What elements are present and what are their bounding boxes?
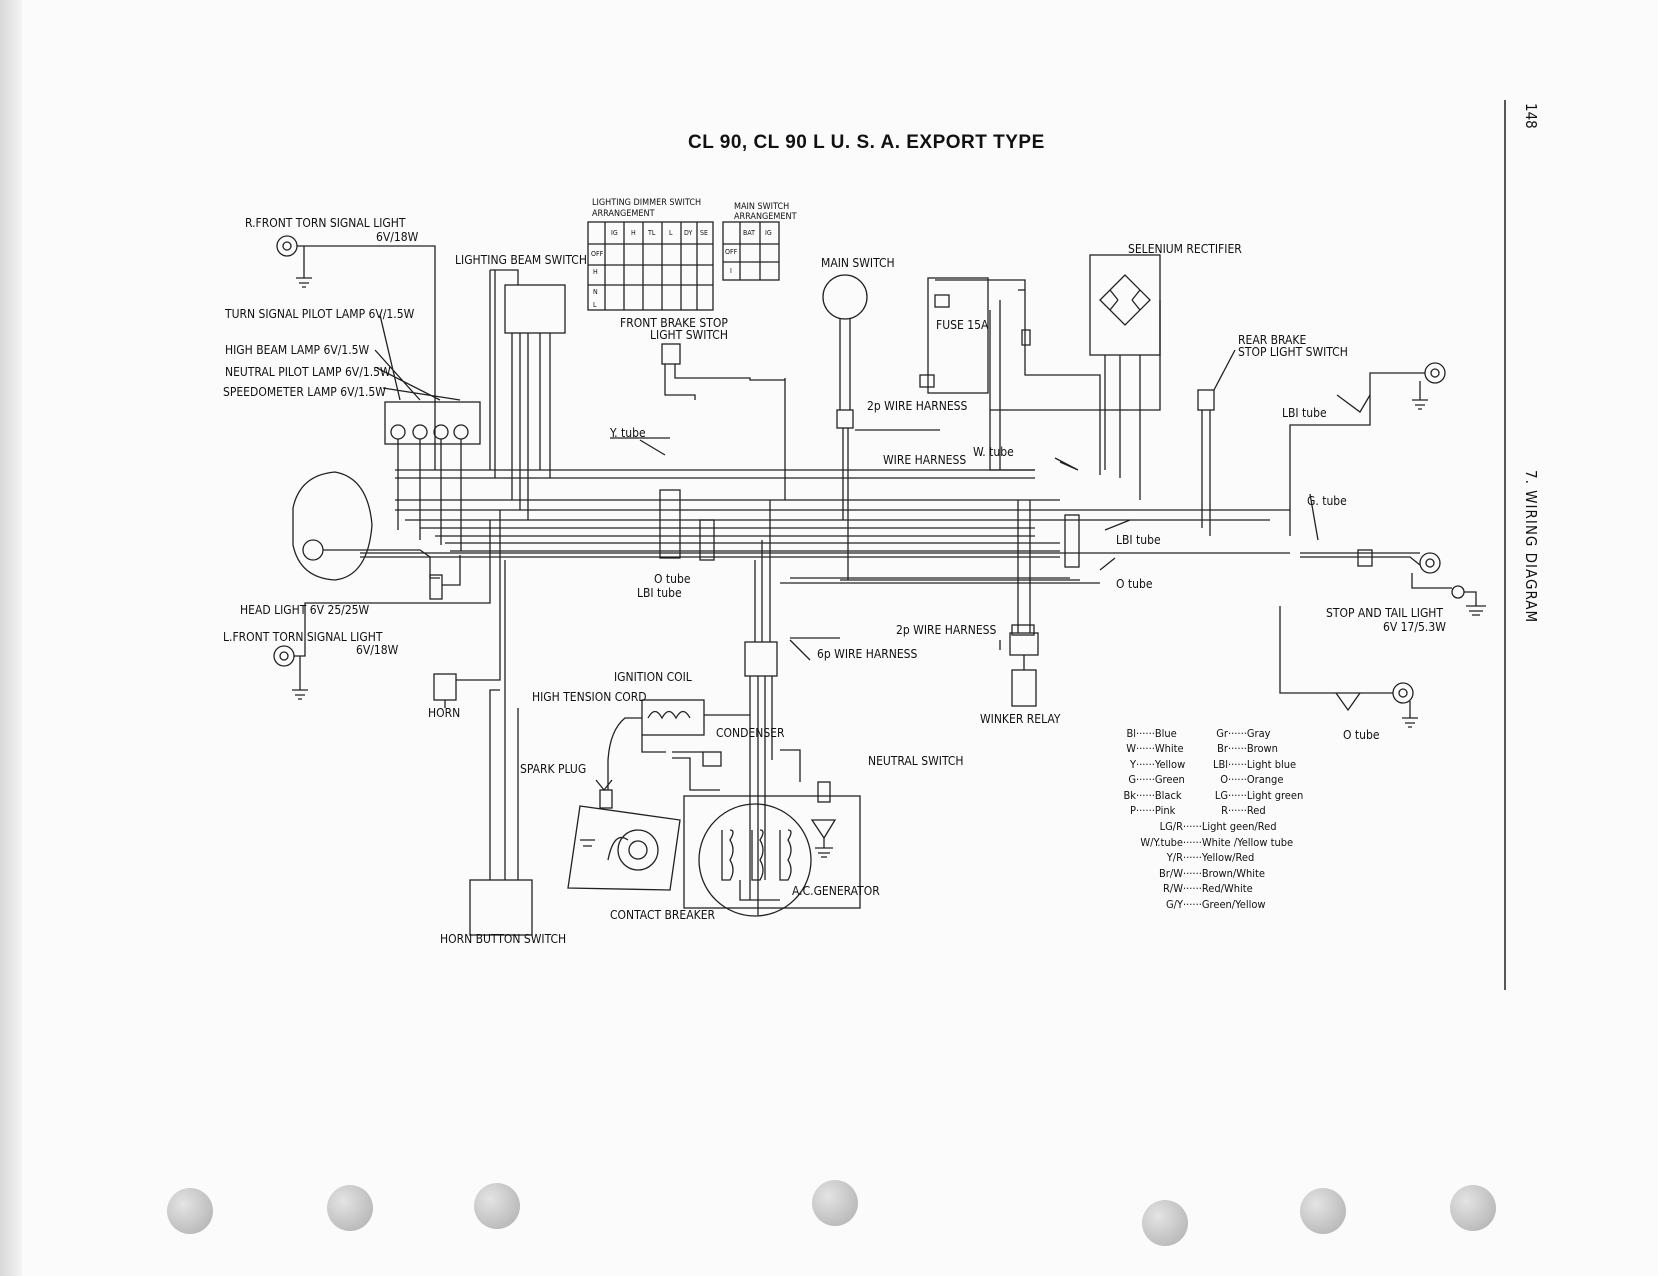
dimmer-header: SE xyxy=(700,229,708,237)
harness-2p-relay-label: 2p WIRE HARNESS xyxy=(896,623,997,637)
neutral-switch-label: NEUTRAL SWITCH xyxy=(868,754,964,768)
main-row: OFF xyxy=(725,248,738,256)
ac-generator-label: A.C.GENERATOR xyxy=(792,884,880,898)
dimmer-row: L xyxy=(593,301,597,309)
harness-6p-label: 6p WIRE HARNESS xyxy=(817,647,918,661)
main-header: IG xyxy=(765,229,772,237)
main-switch-label: MAIN SWITCH xyxy=(821,256,895,270)
binder-hole xyxy=(167,1188,213,1234)
l-front-turn-spec: 6V/18W xyxy=(356,643,399,657)
legend-combo-item: G/Y······Green/Yellow xyxy=(1165,898,1266,911)
legend-item: Y······Yellow xyxy=(1129,758,1186,771)
dimmer-row: N xyxy=(593,288,598,296)
legend-item: P······Pink xyxy=(1130,804,1176,817)
y-tube-label: Y. tube xyxy=(610,426,646,440)
turn-pilot-label: TURN SIGNAL PILOT LAMP 6V/1.5W xyxy=(225,307,415,321)
lbi-tube-right-label: LBI tube xyxy=(1116,533,1161,547)
legend-combo-item: R/W······Red/White xyxy=(1163,882,1253,895)
wire-harness-label: WIRE HARNESS xyxy=(883,453,967,467)
horn-button-label: HORN BUTTON SWITCH xyxy=(440,932,567,946)
stop-tail-spec: 6V 17/5.3W xyxy=(1383,620,1446,634)
stop-tail-label: STOP AND TAIL LIGHT xyxy=(1326,606,1444,620)
dimmer-header: TL xyxy=(648,229,656,237)
lbi-tube-rear-label: LBI tube xyxy=(1282,406,1327,420)
main-row: I xyxy=(730,267,732,275)
selenium-rectifier-label: SELENIUM RECTIFIER xyxy=(1128,242,1242,256)
legend-item: LG······Light green xyxy=(1214,789,1304,802)
dimmer-table-title: LIGHTING DIMMER SWITCH xyxy=(592,198,702,208)
binder-hole xyxy=(327,1185,373,1231)
horn-label: HORN xyxy=(428,706,461,720)
legend-item: R······Red xyxy=(1221,804,1266,817)
dimmer-header: IG xyxy=(611,229,618,237)
condenser-label: CONDENSER xyxy=(716,726,785,740)
page-edge-shadow xyxy=(0,0,22,1276)
section-heading: 7. WIRING DIAGRAM xyxy=(1522,470,1540,624)
dimmer-header: DY xyxy=(684,229,693,237)
g-tube-label: G. tube xyxy=(1307,494,1347,508)
binder-hole xyxy=(812,1180,858,1226)
main-header: BAT xyxy=(743,229,755,237)
speedometer-lamp-label: SPEEDOMETER LAMP 6V/1.5W xyxy=(223,385,386,399)
legend-combo-item: W/Y.tube······White /Yellow tube xyxy=(1140,836,1294,849)
fuse-label: FUSE 15A xyxy=(936,318,989,332)
binder-hole xyxy=(1300,1188,1346,1234)
legend-combo-item: LG/R······Light geen/Red xyxy=(1159,820,1277,833)
diagram-title: CL 90, CL 90 L U. S. A. EXPORT TYPE xyxy=(688,132,1045,153)
dimmer-header: L xyxy=(669,229,673,237)
high-tension-label: HIGH TENSION CORD xyxy=(532,690,647,704)
spark-plug-label: SPARK PLUG xyxy=(520,762,587,776)
legend-item: LBl······Light blue xyxy=(1212,758,1297,771)
binder-hole xyxy=(1450,1185,1496,1231)
head-light-label: HEAD LIGHT 6V 25/25W xyxy=(240,603,370,617)
legend-item: Gr······Gray xyxy=(1216,727,1271,740)
legend-item: Bl······Blue xyxy=(1126,727,1177,740)
legend-combo-item: Br/W······Brown/White xyxy=(1159,867,1266,880)
legend-item: Bk······Black xyxy=(1123,789,1182,802)
r-front-turn-spec: 6V/18W xyxy=(376,230,419,244)
w-tube-label: W. tube xyxy=(973,445,1014,459)
binder-hole xyxy=(1142,1200,1188,1246)
dimmer-row: H xyxy=(593,268,598,276)
dimmer-row: OFF xyxy=(591,250,604,258)
lbi-tube-mid-label: LBI tube xyxy=(637,586,682,600)
harness-2p-top-label: 2p WIRE HARNESS xyxy=(867,399,968,413)
lighting-beam-switch-label: LIGHTING BEAM SWITCH xyxy=(455,253,587,267)
legend-item: Br······Brown xyxy=(1217,742,1278,755)
o-tube-rear-label: O tube xyxy=(1343,728,1380,742)
r-front-turn-label: R.FRONT TORN SIGNAL LIGHT xyxy=(245,216,406,230)
legend-item: O······Orange xyxy=(1220,773,1284,786)
page-number: 148 xyxy=(1522,103,1540,129)
dimmer-header: H xyxy=(631,229,636,237)
dimmer-table-subtitle: ARRANGEMENT xyxy=(592,209,655,219)
rear-brake-label-2: STOP LIGHT SWITCH xyxy=(1238,345,1348,359)
l-front-turn-label: L.FRONT TORN SIGNAL LIGHT xyxy=(223,630,383,644)
ignition-coil-label: IGNITION COIL xyxy=(614,670,692,684)
winker-relay-label: WINKER RELAY xyxy=(980,712,1061,726)
main-table-subtitle: ARRANGEMENT xyxy=(734,212,797,222)
front-brake-label: FRONT BRAKE STOP xyxy=(620,316,728,330)
o-tube-right-label: O tube xyxy=(1116,577,1153,591)
o-tube-mid-label: O tube xyxy=(654,572,691,586)
rear-brake-label: REAR BRAKE xyxy=(1238,333,1307,347)
legend-item: W······White xyxy=(1126,742,1184,755)
legend-combo-item: Y/R······Yellow/Red xyxy=(1166,851,1255,864)
contact-breaker-label: CONTACT BREAKER xyxy=(610,908,716,922)
binder-hole xyxy=(474,1183,520,1229)
main-table-title: MAIN SWITCH xyxy=(734,202,790,212)
front-brake-label-2: LIGHT SWITCH xyxy=(650,328,728,342)
neutral-pilot-label: NEUTRAL PILOT LAMP 6V/1.5W xyxy=(225,365,391,379)
high-beam-label: HIGH BEAM LAMP 6V/1.5W xyxy=(225,343,370,357)
legend-item: G······Green xyxy=(1128,773,1185,786)
